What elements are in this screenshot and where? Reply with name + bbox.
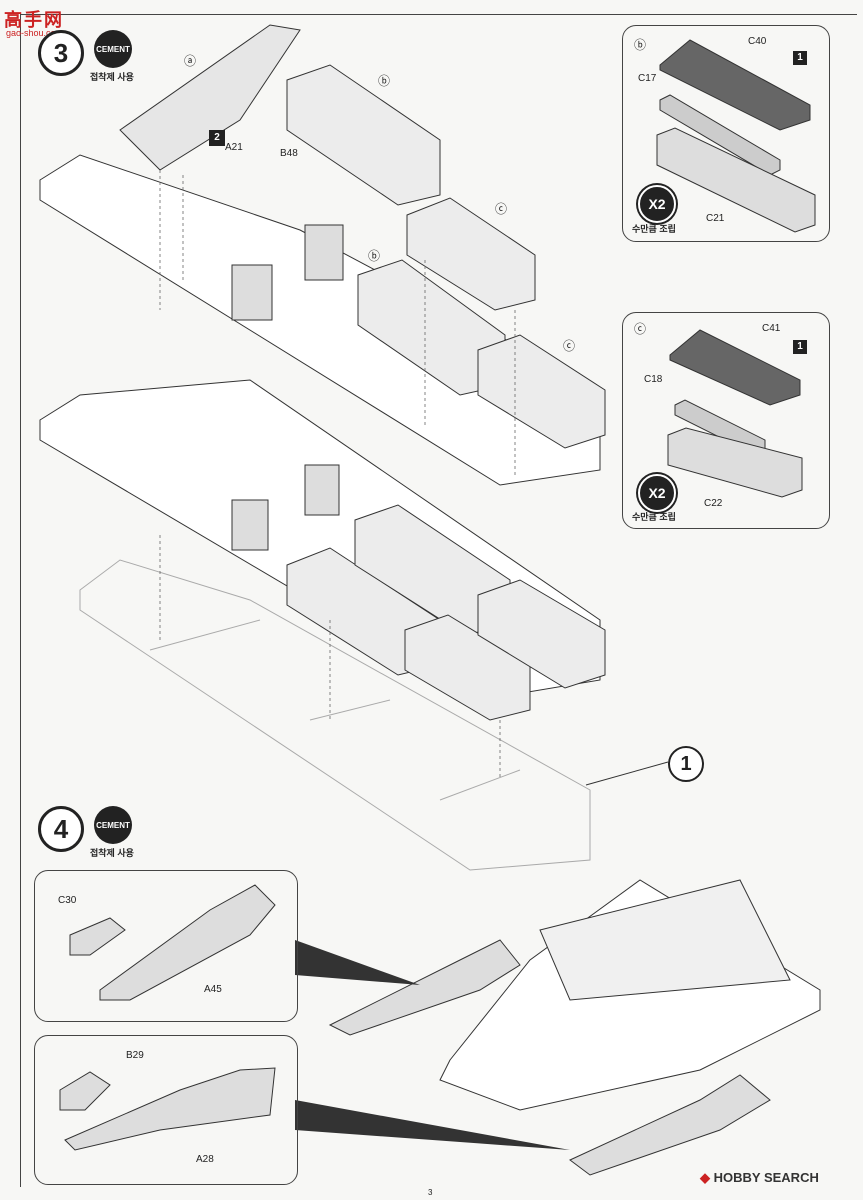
step-arrow-1: 1 <box>793 51 807 65</box>
brand-mark-icon: ◆ <box>700 1170 710 1185</box>
label-a45: A45 <box>204 984 222 995</box>
detail-panel-a28 <box>34 1035 298 1185</box>
part-a28 <box>64 1067 276 1151</box>
subassembly-panel-b <box>622 25 830 242</box>
label-a21: A21 <box>225 142 243 153</box>
step-arrow-1: 1 <box>793 340 807 354</box>
hobby-search-logo: ◆ HOBBY SEARCH <box>700 1170 819 1186</box>
page-number: 3 <box>428 1188 433 1197</box>
suspension-bracket <box>328 939 521 1036</box>
suspension-bracket <box>569 1074 771 1176</box>
brand-name: HOBBY SEARCH <box>713 1170 819 1185</box>
seat <box>304 224 344 281</box>
label-b48: B48 <box>280 148 298 159</box>
page-border <box>20 14 857 1187</box>
label-c22: C22 <box>704 498 723 509</box>
dashboard-panel <box>119 24 301 171</box>
box-base-c22 <box>667 427 803 498</box>
cement-icon: CEMENT <box>94 30 132 68</box>
label-c41: C41 <box>762 323 781 334</box>
storage-box <box>286 64 441 206</box>
label-c40: C40 <box>748 36 767 47</box>
step-arrow-2: 2 <box>209 130 225 146</box>
label-part-a: ⓐ <box>184 54 197 68</box>
step-3-number: 3 <box>38 30 84 76</box>
label-c21: C21 <box>706 213 725 224</box>
watermark-subtitle: gao-shou.com <box>6 28 64 38</box>
step-4-number: 4 <box>38 806 84 852</box>
part-c30 <box>69 917 126 956</box>
cement-icon: CEMENT <box>94 806 132 844</box>
box-rail-c17 <box>659 94 781 176</box>
part-a45 <box>99 884 276 1001</box>
label-part-b: ⓑ <box>378 74 391 88</box>
hull-upper-structure <box>539 879 791 1001</box>
storage-box <box>477 334 606 449</box>
label-a28: A28 <box>196 1154 214 1165</box>
panel-tag-b: ⓑ <box>634 38 647 52</box>
guide-wedge <box>295 940 420 985</box>
label-c17: C17 <box>638 73 657 84</box>
label-part-c: ⓒ <box>495 202 508 216</box>
watermark-logo: 高手网 <box>4 10 64 30</box>
box-lid-c40 <box>659 39 811 131</box>
seat <box>231 499 269 551</box>
storage-box <box>406 197 536 311</box>
cement-label: 접착제 사용 <box>90 848 134 858</box>
storage-box <box>404 614 531 721</box>
cement-label: 접착제 사용 <box>90 72 134 82</box>
part-b29 <box>59 1071 111 1111</box>
multiplier-label: 수만큼 조립 <box>632 512 676 522</box>
guide-wedge <box>295 1100 570 1150</box>
chassis-frame <box>79 559 591 871</box>
label-c30: C30 <box>58 895 77 906</box>
label-c18: C18 <box>644 374 663 385</box>
multiplier-badge: X2 <box>638 474 676 512</box>
box-lid-c41 <box>669 329 801 406</box>
seat <box>304 464 340 516</box>
detail-panel-a45 <box>34 870 298 1022</box>
multiplier-label: 수만큼 조립 <box>632 224 676 234</box>
storage-box <box>477 579 606 689</box>
multiplier-badge: X2 <box>638 185 676 223</box>
subassembly-panel-c <box>622 312 830 529</box>
box-base-c21 <box>656 127 816 233</box>
seat <box>231 264 273 321</box>
label-b29: B29 <box>126 1050 144 1061</box>
label-part-c: ⓒ <box>563 339 576 353</box>
reference-circle-1: 1 <box>668 746 704 782</box>
label-part-b: ⓑ <box>368 249 381 263</box>
panel-tag-c: ⓒ <box>634 322 647 336</box>
